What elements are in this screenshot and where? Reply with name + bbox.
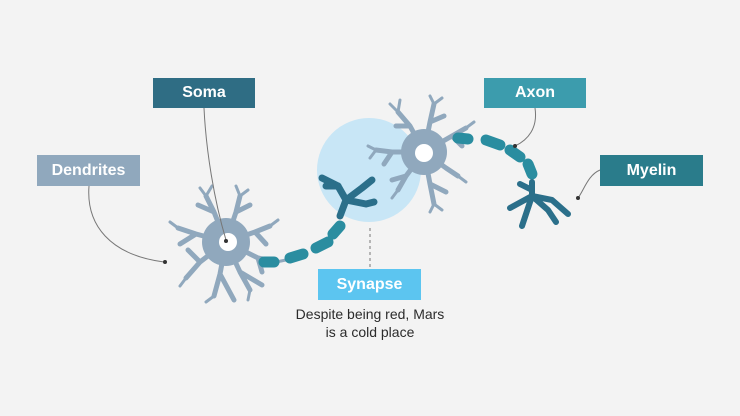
soma-leader-line <box>203 107 227 241</box>
axon-terminal <box>318 174 378 220</box>
caption-line-2: is a cold place <box>325 324 415 340</box>
axon-leader-line <box>514 107 537 147</box>
myelin-label: Myelin <box>600 155 703 186</box>
axon-label: Axon <box>484 78 586 108</box>
right-axon-terminal <box>507 179 571 229</box>
synapse-label: Synapse <box>318 269 421 300</box>
soma-label: Soma <box>153 78 255 108</box>
right-axon-myelin <box>452 132 538 180</box>
left-neuron <box>168 184 288 304</box>
leader-lines <box>88 107 601 268</box>
dendrites-label: Dendrites <box>37 155 140 186</box>
caption: Despite being red, Mars is a cold place <box>270 305 470 341</box>
left-axon-myelin <box>258 220 346 268</box>
dendrites-leader-line <box>88 185 165 263</box>
caption-line-1: Despite being red, Mars <box>295 306 445 322</box>
myelin-leader-line <box>577 169 601 199</box>
